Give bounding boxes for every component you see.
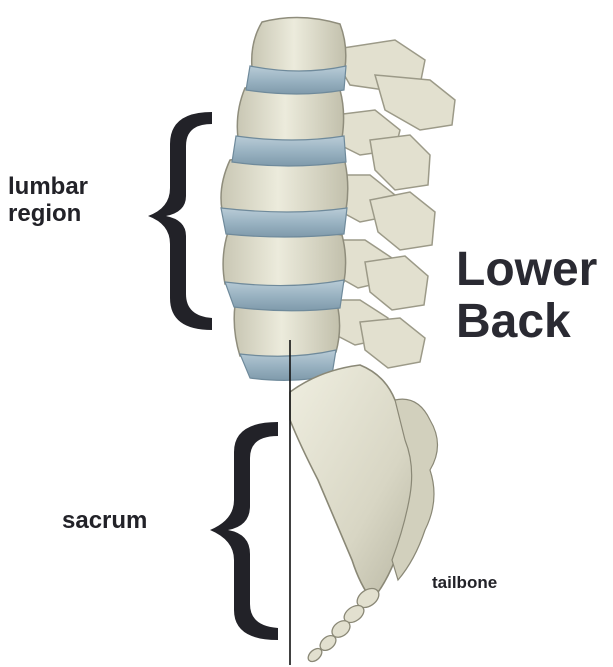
title-line1: Lower	[456, 244, 597, 296]
spinous-process-l4	[365, 256, 428, 310]
lumbar-brace-icon	[148, 112, 212, 330]
spinous-process-l3	[370, 192, 435, 250]
tailbone-bone	[306, 585, 383, 665]
disc-3	[221, 208, 347, 237]
sacrum-brace-icon	[210, 422, 278, 640]
sacrum-label: sacrum	[62, 508, 147, 535]
lumbar-label-line2: region	[8, 201, 138, 228]
lumbar-region-label: lumbar region	[8, 174, 138, 228]
disc-2	[232, 136, 346, 166]
tailbone-label: tailbone	[432, 573, 497, 592]
lumbar-label-line1: lumbar	[8, 174, 138, 201]
vertebra-l4	[223, 230, 346, 287]
diagram-title: Lower Back	[456, 244, 597, 348]
vertebra-l1	[252, 17, 346, 73]
title-line2: Back	[456, 296, 597, 348]
spinous-process-l5	[360, 318, 425, 368]
